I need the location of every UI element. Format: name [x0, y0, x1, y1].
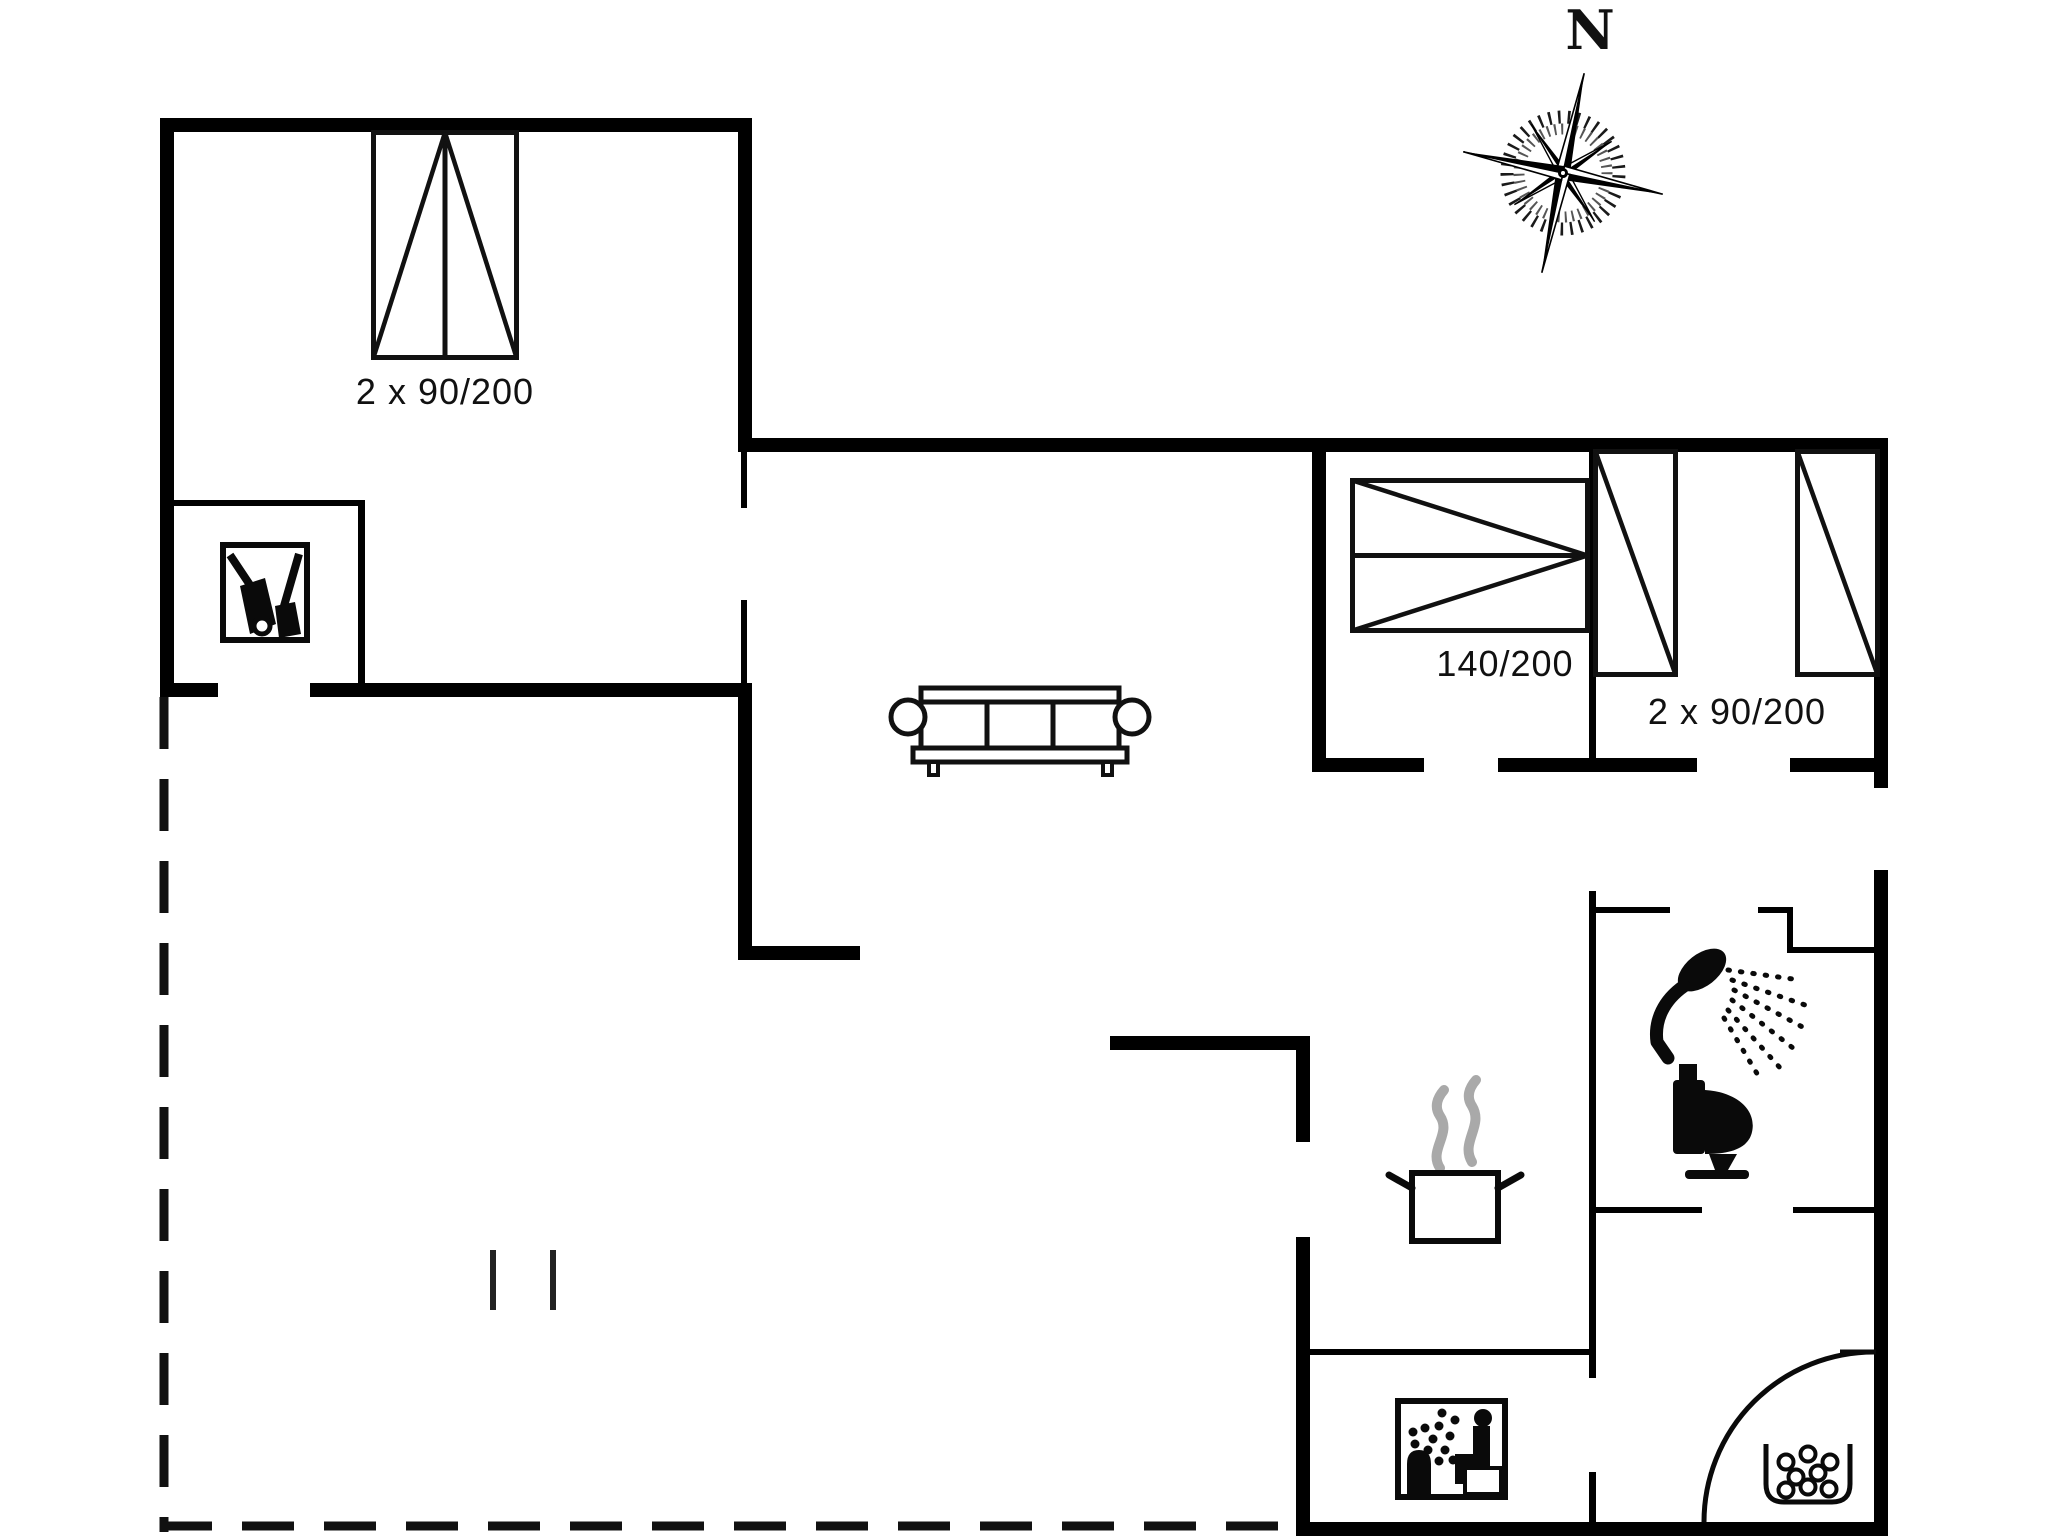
wall-bedroom1-bottom-right	[310, 683, 752, 697]
double-bed-horizontal-icon	[1350, 478, 1590, 633]
wall-right-outer-lower	[1874, 870, 1888, 1536]
wall-bath-left-lower	[1589, 1472, 1596, 1530]
north-label: N	[1565, 0, 1615, 62]
wall-bedroom2-left	[1312, 438, 1326, 772]
wall-kitchen-horizontal	[1110, 1036, 1303, 1050]
toilet-icon	[1673, 1064, 1753, 1179]
wall-bedroom-partition	[1589, 445, 1596, 765]
wall-door-jamb-lower	[741, 600, 747, 690]
wall-bath-notch-top	[1758, 907, 1793, 913]
wall-bath-bottom-left	[1596, 1207, 1702, 1213]
wall-corridor-seg2	[1498, 758, 1697, 772]
wall-top-bedroom1	[160, 118, 752, 132]
wall-left-outer	[160, 118, 174, 690]
wall-door-jamb-upper	[741, 452, 747, 508]
sofa-icon	[888, 685, 1152, 777]
wall-bedroom1-bottom-left	[160, 683, 218, 697]
wall-sauna-top	[1310, 1349, 1591, 1355]
single-bed-icon	[1593, 449, 1678, 677]
wall-bath-notch-side	[1787, 907, 1793, 953]
steaming-pot-icon	[1385, 1075, 1525, 1244]
wall-corridor-seg1	[1312, 758, 1424, 772]
compass-rose-icon	[1463, 73, 1663, 273]
wall-bath-bottom-right	[1793, 1207, 1877, 1213]
bed-dimension-label: 140/200	[1436, 643, 1574, 684]
bed-dimension-label: 2 x 90/200	[1647, 691, 1827, 732]
wall-kitchen-left-upper	[1296, 1036, 1310, 1142]
terrace-mark-left	[490, 1250, 496, 1310]
wall-bedroom1-right	[738, 118, 752, 452]
wall-closet-top	[174, 500, 362, 506]
wall-living-left	[738, 690, 752, 953]
door-swing-icon	[1701, 1349, 1876, 1523]
wall-kitchen-left-lower	[1296, 1237, 1310, 1536]
wall-closet-right	[358, 500, 365, 690]
steam-drops-icon	[1408, 1408, 1460, 1466]
bubbles-icon	[1763, 1444, 1853, 1505]
double-bed-vertical-icon	[371, 130, 519, 360]
vacuum-cleaner-icon	[220, 542, 310, 643]
sauna-person-icon	[1395, 1398, 1508, 1500]
terrace-mark-right	[550, 1250, 556, 1310]
single-bed-icon	[1795, 449, 1880, 677]
wall-corridor-seg3	[1790, 758, 1888, 772]
bed-dimension-label: 2 x 90/200	[355, 371, 535, 412]
wall-bath-top	[1596, 907, 1670, 913]
steam-icon	[1463, 1075, 1481, 1167]
wall-bath-notch-bottom	[1787, 947, 1877, 953]
steam-icon	[1431, 1085, 1449, 1173]
shower-icon	[1649, 948, 1811, 1085]
wall-living-stub	[738, 946, 860, 960]
wall-bath-left	[1589, 891, 1596, 1378]
